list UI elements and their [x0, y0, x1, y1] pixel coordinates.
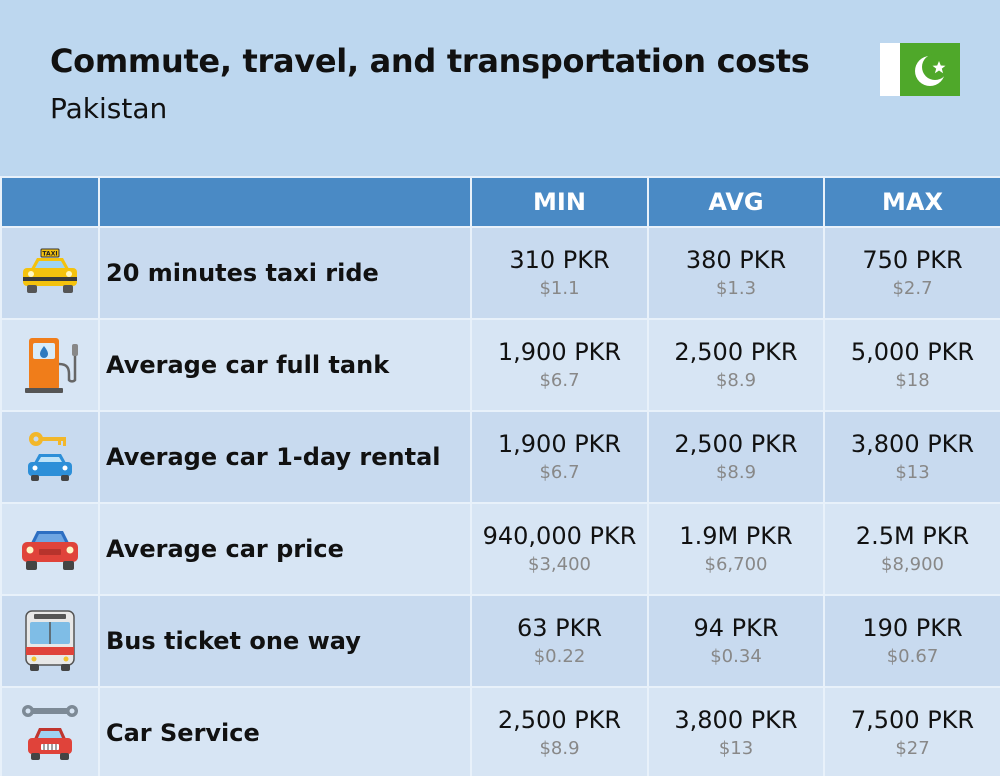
min-usd: $8.9	[539, 738, 580, 759]
pakistan-flag-icon	[880, 43, 960, 96]
max-cell: 2.5M PKR $8,900	[823, 502, 1000, 596]
table-row: Average car full tank 1,900 PKR $6.7 2,5…	[0, 318, 1000, 412]
avg-usd: $1.3	[715, 278, 757, 299]
max-pkr: 5,000 PKR	[850, 338, 975, 366]
column-header-max: MAX	[823, 176, 1000, 228]
avg-pkr: 2,500 PKR	[674, 338, 798, 366]
row-label: 20 minutes taxi ride	[98, 226, 472, 320]
max-usd: $0.67	[886, 646, 939, 667]
max-cell: 7,500 PKR $27	[823, 686, 1000, 776]
avg-pkr: 380 PKR	[685, 246, 787, 274]
max-cell: 5,000 PKR $18	[823, 318, 1000, 412]
min-pkr: 1,900 PKR	[497, 338, 622, 366]
max-usd: $18	[895, 370, 930, 391]
row-icon-cell	[0, 318, 100, 412]
min-cell: 63 PKR $0.22	[470, 594, 649, 688]
max-pkr: 750 PKR	[862, 246, 963, 274]
avg-pkr: 2,500 PKR	[674, 430, 798, 458]
max-cell: 190 PKR $0.67	[823, 594, 1000, 688]
header-icon-cell	[0, 176, 100, 228]
column-header-min: MIN	[470, 176, 649, 228]
max-cell: 750 PKR $2.7	[823, 226, 1000, 320]
min-cell: 940,000 PKR $3,400	[470, 502, 649, 596]
min-usd: $6.7	[539, 370, 580, 391]
min-pkr: 1,900 PKR	[497, 430, 622, 458]
row-label: Car Service	[98, 686, 472, 776]
min-cell: 2,500 PKR $8.9	[470, 686, 649, 776]
avg-usd: $8.9	[715, 370, 757, 391]
avg-usd: $8.9	[715, 462, 757, 483]
header: Commute, travel, and transportation cost…	[0, 0, 1000, 176]
car-icon	[22, 531, 78, 570]
avg-cell: 380 PKR $1.3	[647, 226, 825, 320]
min-usd: $6.7	[539, 462, 580, 483]
max-usd: $2.7	[892, 278, 933, 299]
min-pkr: 63 PKR	[516, 614, 603, 642]
max-pkr: 190 PKR	[862, 614, 963, 642]
header-label-cell	[98, 176, 472, 228]
column-header-avg: AVG	[647, 176, 825, 228]
cost-table: MIN AVG MAX TAXI 20	[0, 176, 1000, 776]
table-row: TAXI 20 minutes taxi ride 310 PKR $1.1 3…	[0, 226, 1000, 320]
min-pkr: 2,500 PKR	[497, 706, 622, 734]
max-pkr: 2.5M PKR	[855, 522, 970, 550]
car-rental-key-icon	[28, 432, 72, 481]
min-cell: 310 PKR $1.1	[470, 226, 649, 320]
min-usd: $0.22	[533, 646, 586, 667]
row-label: Average car full tank	[98, 318, 472, 412]
avg-usd: $13	[718, 738, 754, 759]
avg-cell: 2,500 PKR $8.9	[647, 410, 825, 504]
min-pkr: 310 PKR	[509, 246, 610, 274]
min-cell: 1,900 PKR $6.7	[470, 410, 649, 504]
min-usd: $1.1	[539, 278, 580, 299]
avg-pkr: 3,800 PKR	[674, 706, 798, 734]
row-label: Bus ticket one way	[98, 594, 472, 688]
row-label: Average car 1-day rental	[98, 410, 472, 504]
table-header-row: MIN AVG MAX	[0, 176, 1000, 228]
min-pkr: 940,000 PKR	[482, 522, 637, 550]
row-icon-cell	[0, 502, 100, 596]
max-pkr: 3,800 PKR	[850, 430, 975, 458]
taxi-icon: TAXI	[23, 248, 77, 293]
avg-pkr: 94 PKR	[693, 614, 779, 642]
page-subtitle: Pakistan	[50, 92, 168, 125]
min-cell: 1,900 PKR $6.7	[470, 318, 649, 412]
avg-pkr: 1.9M PKR	[679, 522, 793, 550]
svg-text:TAXI: TAXI	[42, 251, 57, 258]
row-label: Average car price	[98, 502, 472, 596]
page-title: Commute, travel, and transportation cost…	[50, 42, 810, 80]
max-usd: $13	[895, 462, 930, 483]
table-row: Average car 1-day rental 1,900 PKR $6.7 …	[0, 410, 1000, 504]
avg-cell: 94 PKR $0.34	[647, 594, 825, 688]
avg-cell: 2,500 PKR $8.9	[647, 318, 825, 412]
max-pkr: 7,500 PKR	[850, 706, 975, 734]
table-row: Bus ticket one way 63 PKR $0.22 94 PKR $…	[0, 594, 1000, 688]
avg-cell: 1.9M PKR $6,700	[647, 502, 825, 596]
row-icon-cell: TAXI	[0, 226, 100, 320]
row-icon-cell	[0, 594, 100, 688]
min-usd: $3,400	[528, 554, 591, 575]
max-usd: $8,900	[881, 554, 944, 575]
avg-cell: 3,800 PKR $13	[647, 686, 825, 776]
max-cell: 3,800 PKR $13	[823, 410, 1000, 504]
table-row: Average car price 940,000 PKR $3,400 1.9…	[0, 502, 1000, 596]
max-usd: $27	[895, 738, 930, 759]
row-icon-cell	[0, 410, 100, 504]
fuel-pump-icon	[25, 338, 78, 393]
bus-icon	[25, 610, 75, 671]
row-icon-cell	[0, 686, 100, 776]
avg-usd: $6,700	[704, 554, 768, 575]
car-service-wrench-icon	[22, 705, 78, 760]
avg-usd: $0.34	[710, 646, 762, 667]
table-row: Car Service 2,500 PKR $8.9 3,800 PKR $13…	[0, 686, 1000, 776]
